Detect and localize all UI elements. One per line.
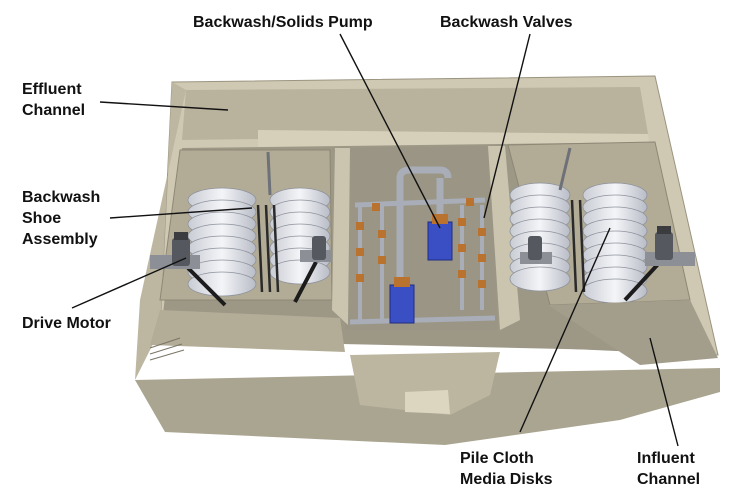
label-backwash-shoe-line-1: Backwash: [22, 189, 101, 206]
label-effluent-channel: Effluent Channel: [22, 79, 85, 121]
floor-grating: [149, 337, 185, 361]
label-influent-line-2: Channel: [637, 471, 701, 488]
label-backwash-shoe-line-3: Assembly: [22, 231, 98, 248]
backwash-valves: [356, 198, 486, 288]
backwash-shoe-arm-right: [558, 147, 572, 191]
backwash-pump-lower: [389, 277, 415, 324]
label-influent-channel: Influent Channel: [637, 448, 700, 490]
right-drive-motor: [645, 226, 695, 266]
basin-left-wall: [135, 82, 186, 380]
label-backwash-pump-text: Backwash/Solids Pump: [193, 14, 373, 31]
leader-influent-channel: [649, 337, 679, 447]
center-gallery: [345, 146, 498, 330]
front-weir-block: [405, 390, 450, 414]
center-wall-right: [488, 146, 520, 330]
leader-pile-cloth: [519, 227, 611, 433]
left-drive-shaft-2: [293, 261, 318, 303]
label-influent-line-1: Influent: [637, 450, 695, 467]
leader-backwash-shoe: [109, 207, 253, 219]
left-disk-pack-a: [187, 187, 257, 297]
right-disk-pack-b: [582, 182, 648, 304]
label-pile-cloth-line-2: Media Disks: [460, 471, 553, 488]
influent-channel: [548, 300, 718, 365]
right-drive-motor-2: [520, 236, 552, 264]
right-disk-spacers: [570, 199, 586, 293]
leader-effluent-channel: [99, 101, 229, 111]
left-drive-motor-2: [300, 236, 332, 262]
right-drive-shaft: [623, 260, 662, 302]
effluent-channel: [182, 87, 648, 140]
leader-backwash-valves: [483, 33, 531, 219]
center-wall-left: [332, 148, 350, 325]
label-backwash-valves-text: Backwash Valves: [440, 14, 573, 31]
front-channel-left: [150, 310, 345, 352]
label-effluent-line-1: Effluent: [22, 81, 82, 98]
left-drive-motor: [150, 232, 200, 269]
leader-drive-motor: [71, 257, 187, 309]
label-backwash-shoe: Backwash Shoe Assembly: [22, 187, 100, 250]
label-pile-cloth: Pile Cloth Media Disks: [460, 448, 552, 490]
left-disk-spacers: [256, 204, 280, 293]
label-backwash-shoe-line-2: Shoe: [22, 210, 62, 227]
label-backwash-pump: Backwash/Solids Pump: [193, 12, 373, 33]
label-backwash-valves: Backwash Valves: [440, 12, 573, 33]
label-drive-motor-text: Drive Motor: [22, 315, 111, 332]
front-sump: [350, 352, 500, 415]
left-drive-shaft: [186, 266, 227, 307]
backwash-shoe-arm-left: [266, 151, 272, 196]
label-pile-cloth-line-1: Pile Cloth: [460, 450, 534, 467]
leader-lines: [71, 33, 679, 447]
backwash-pump-upper: [427, 214, 453, 261]
label-effluent-line-2: Channel: [22, 102, 86, 119]
label-drive-motor: Drive Motor: [22, 313, 111, 334]
leader-backwash-pump: [339, 33, 441, 229]
